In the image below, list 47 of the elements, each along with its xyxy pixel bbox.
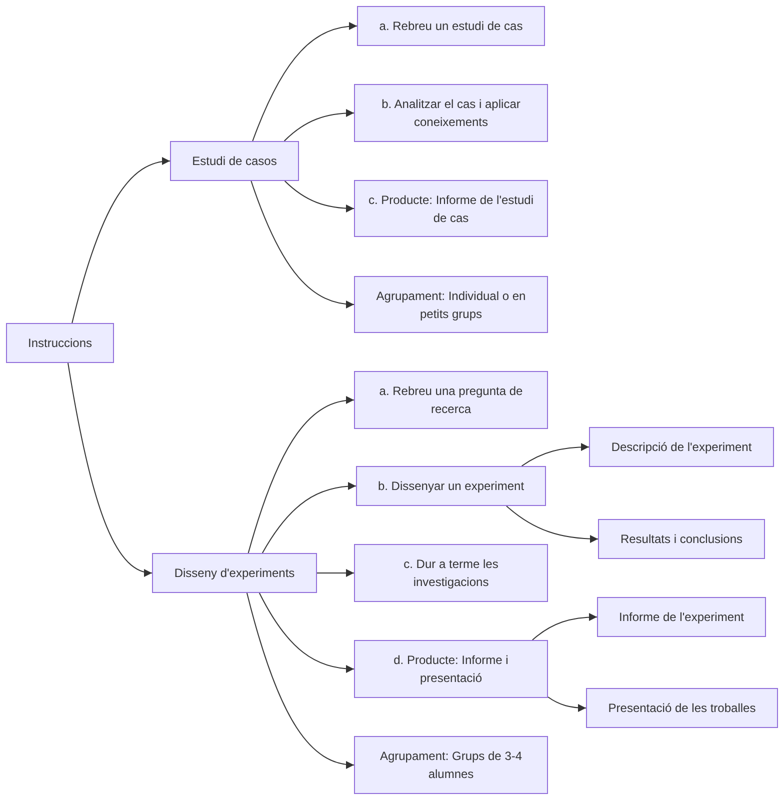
process-box: [354, 544, 548, 602]
process-box: [354, 736, 548, 794]
arrow: [284, 180, 354, 212]
arrow: [316, 569, 354, 577]
process-box: [356, 466, 546, 506]
arrow: [506, 506, 598, 543]
node-label: Estudi de casos: [192, 153, 277, 170]
process-box: [598, 519, 765, 559]
node-label: Descripció de l'experiment: [611, 439, 752, 456]
process-box: [589, 427, 774, 467]
node-label: Presentació de les troballes: [608, 700, 756, 717]
node-label: a. Rebreu un estudi de cas: [379, 18, 523, 35]
arrow: [548, 696, 586, 712]
arrow: [250, 180, 354, 308]
process-box: [354, 371, 548, 429]
node-label: Agrupament: Individual o en petits grups: [375, 288, 527, 322]
arrow: [284, 109, 354, 142]
arrow: [258, 592, 354, 673]
arrow: [246, 592, 354, 768]
arrow: [248, 396, 354, 554]
process-box: [597, 597, 766, 637]
node-label: Agrupament: Grups de 3-4 alumnes: [378, 748, 524, 783]
arrow: [532, 613, 598, 640]
process-box: [170, 141, 299, 181]
node-label: Informe de l'experiment: [618, 609, 744, 626]
process-box: [152, 553, 317, 593]
node-label: Instruccions: [28, 335, 92, 352]
arrow: [262, 482, 356, 554]
node-label: Resultats i conclusions: [620, 531, 743, 548]
process-box: [354, 276, 548, 333]
arrow: [521, 443, 590, 466]
process-box: [357, 6, 545, 46]
process-box: [6, 323, 114, 363]
node-label: c. Producte: Informe de l'estudi de cas: [367, 192, 535, 226]
node-label: b. Dissenyar un experiment: [378, 478, 524, 495]
arrow: [72, 158, 170, 324]
process-box: [354, 180, 548, 237]
process-box: [354, 84, 548, 142]
arrow: [252, 22, 358, 142]
process-box: [354, 640, 548, 698]
node-label: c. Dur a terme les investigacions: [402, 556, 500, 591]
node-label: a. Rebreu una pregunta de recerca: [378, 383, 524, 418]
node-label: Disseny d'experiments: [174, 565, 295, 582]
node-label: b. Analitzar el cas i aplicar coneixements: [380, 96, 522, 131]
arrow: [68, 362, 152, 576]
node-label: d. Producte: Informe i presentació: [392, 652, 510, 687]
process-box: [586, 688, 778, 728]
